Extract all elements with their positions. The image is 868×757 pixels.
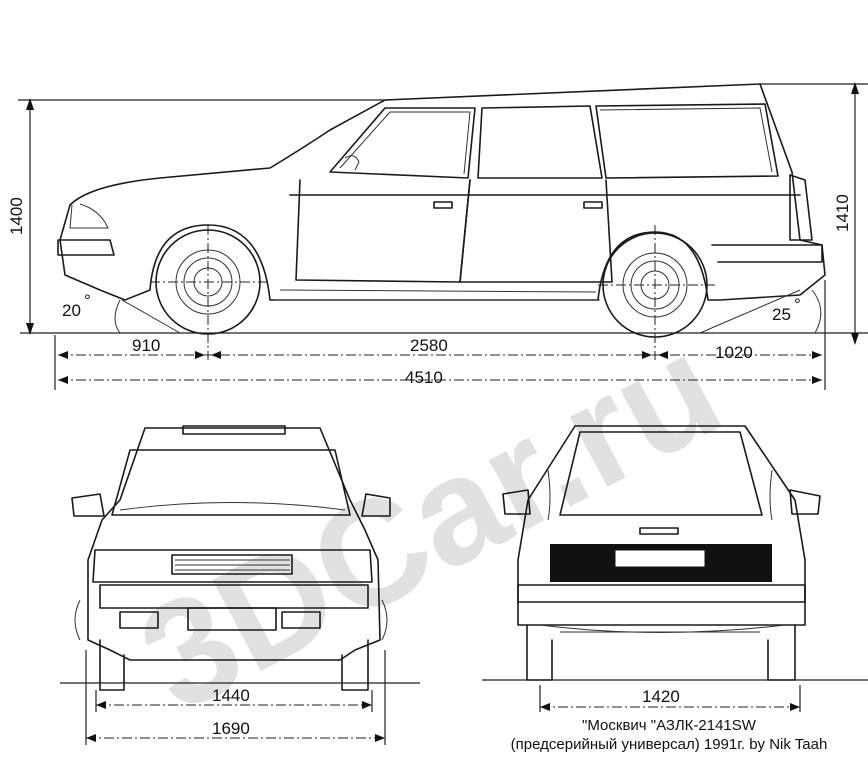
rear-view: 1420 <box>482 425 868 712</box>
approach-angle-degree: ° <box>84 291 91 310</box>
side-view: 1400 1410 910 2580 1020 4510 20 ° 25 ° <box>7 82 868 390</box>
dim-front-overhang: 910 <box>132 336 160 355</box>
front-wheel <box>150 225 268 360</box>
front-view: 1440 1690 <box>60 425 420 745</box>
rear-wheel <box>598 225 715 360</box>
caption-subtitle: (предсерийный универсал) 1991г. by Nik T… <box>510 736 828 753</box>
dim-wheelbase: 2580 <box>410 336 448 355</box>
dim-rear-overhang: 1020 <box>715 343 753 362</box>
caption-title: "Москвич "АЗЛК-2141SW <box>582 717 756 734</box>
approach-angle: 20 <box>62 301 81 320</box>
dim-overall-width: 1690 <box>212 719 250 738</box>
departure-angle: 25 <box>772 305 791 324</box>
dim-track-rear: 1420 <box>642 687 680 706</box>
dim-height-rear: 1410 <box>833 194 852 232</box>
dim-track-front: 1440 <box>212 686 250 705</box>
dim-overall-length: 4510 <box>405 368 443 387</box>
dim-height-front: 1400 <box>7 197 26 235</box>
departure-angle-degree: ° <box>794 295 801 314</box>
